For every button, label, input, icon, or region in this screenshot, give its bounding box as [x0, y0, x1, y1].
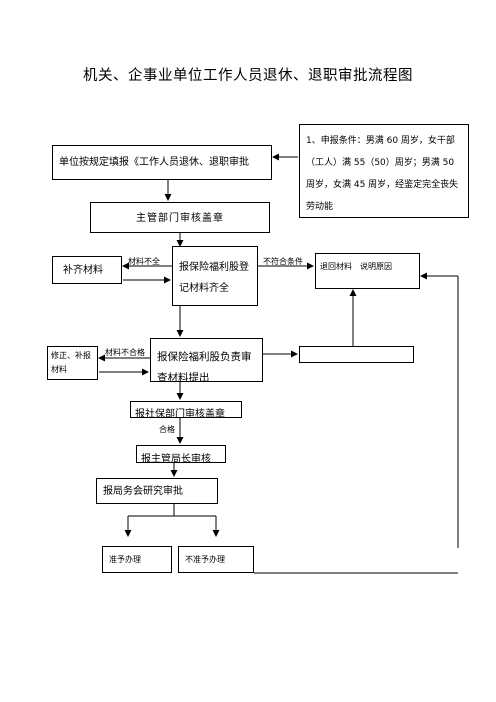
welfare-register-box: 报保险福利股登记材料齐全 [172, 246, 258, 306]
fill-form-box: 单位按规定填报《工作人员退休、退职审批 [52, 145, 272, 180]
label-qualified: 合格 [159, 425, 175, 434]
label-not-qualified: 不符合条件 [263, 257, 303, 266]
conditions-box: 1、申报条件：男满 60 周岁，女干部（工人）满 55（50）周岁；男满 50 … [299, 124, 469, 218]
board-review-box: 报局务会研究审批 [96, 478, 218, 504]
label-incomplete: 材料不全 [128, 257, 160, 266]
welfare-chief-box: 报保险福利股负责审查材料提出 [150, 338, 263, 382]
still-unqualified-box [299, 346, 414, 363]
label-unqualified-materials: 材料不合格 [105, 348, 145, 357]
bureau-seal-box: 报社保部门审核盖章 [130, 401, 242, 418]
supplement-box: 补齐材料 [52, 256, 122, 284]
page-title: 机关、企事业单位工作人员退休、退职审批流程图 [83, 68, 413, 84]
approve-box: 准予办理 [102, 546, 172, 573]
reject-box: 不准予办理 [178, 546, 254, 573]
fix-supplement-box: 修正、补报材料 [47, 346, 98, 380]
dept-seal-box: 主管部门审核盖章 [90, 202, 270, 233]
director-review-box: 报主管局长审核 [136, 445, 226, 463]
return-materials-box: 退回材料 说明原因 [315, 253, 420, 289]
